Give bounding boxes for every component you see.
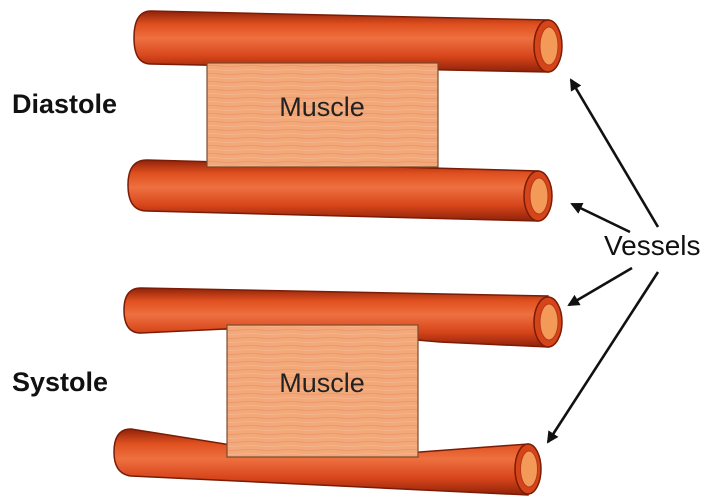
callout-arrows [548, 80, 658, 442]
arrow-to-diastole-top [571, 80, 658, 227]
vessel-diastole-bottom [128, 160, 552, 221]
systole-label: Systole [12, 367, 108, 397]
arrow-to-systole-bottom [548, 272, 658, 442]
muscle-diastole: Muscle [207, 63, 438, 167]
muscle-systole-label: Muscle [279, 368, 365, 398]
muscle-systole: Muscle [227, 325, 418, 457]
muscle-diastole-label: Muscle [279, 92, 365, 122]
diastole-group: Muscle Diastole [12, 11, 562, 221]
arrow-to-systole-top [569, 268, 632, 305]
arrow-to-diastole-bottom [572, 204, 630, 232]
diastole-label: Diastole [12, 89, 117, 119]
vessels-label: Vessels [604, 230, 701, 261]
systole-group: Muscle Systole [12, 288, 562, 495]
